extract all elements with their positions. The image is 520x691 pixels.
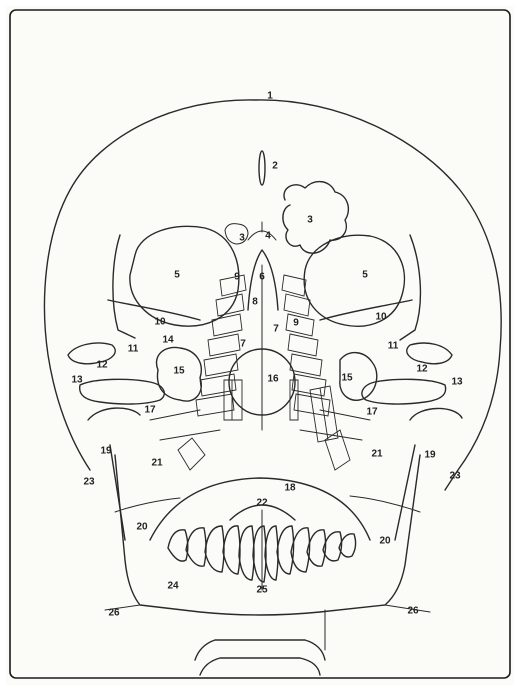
label-24: 24 — [167, 581, 179, 592]
label-23-right: 23 — [449, 471, 461, 482]
label-6: 6 — [259, 272, 265, 283]
label-3-right: 3 — [307, 215, 313, 226]
label-20-left: 20 — [136, 522, 148, 533]
label-10-left: 10 — [154, 317, 166, 328]
label-14: 14 — [162, 335, 174, 346]
label-3-left: 3 — [239, 233, 245, 244]
label-12-left: 12 — [96, 360, 108, 371]
label-26-left: 26 — [108, 608, 120, 619]
label-25: 25 — [256, 585, 268, 596]
label-10-right: 10 — [375, 312, 387, 323]
label-9-left: 9 — [234, 272, 240, 283]
label-18: 18 — [284, 483, 296, 494]
label-7-right: 7 — [273, 324, 279, 335]
label-19-right: 19 — [424, 450, 436, 461]
label-21-right: 21 — [371, 449, 383, 460]
label-12-right: 12 — [416, 364, 428, 375]
label-5-left: 5 — [174, 270, 180, 281]
label-4: 4 — [265, 231, 271, 242]
label-22: 22 — [256, 498, 268, 509]
label-17-left: 17 — [144, 405, 156, 416]
label-5-right: 5 — [362, 270, 368, 281]
label-2: 2 — [272, 161, 278, 172]
label-15-right: 15 — [341, 373, 353, 384]
label-21-left: 21 — [151, 458, 163, 469]
label-9-right: 9 — [293, 318, 299, 329]
label-11-left: 11 — [128, 344, 139, 355]
label-17-right: 17 — [366, 407, 378, 418]
label-7-left: 7 — [240, 339, 246, 350]
label-20-right: 20 — [379, 536, 391, 547]
label-13-left: 13 — [71, 375, 83, 386]
label-15-left: 15 — [173, 366, 185, 377]
label-11-right: 11 — [388, 341, 399, 352]
label-13-right: 13 — [451, 377, 463, 388]
label-16: 16 — [267, 374, 279, 385]
label-19-left: 19 — [100, 446, 112, 457]
label-23-left: 23 — [83, 477, 95, 488]
label-8: 8 — [252, 297, 258, 308]
label-26-right: 26 — [407, 606, 419, 617]
label-1: 1 — [267, 91, 273, 102]
